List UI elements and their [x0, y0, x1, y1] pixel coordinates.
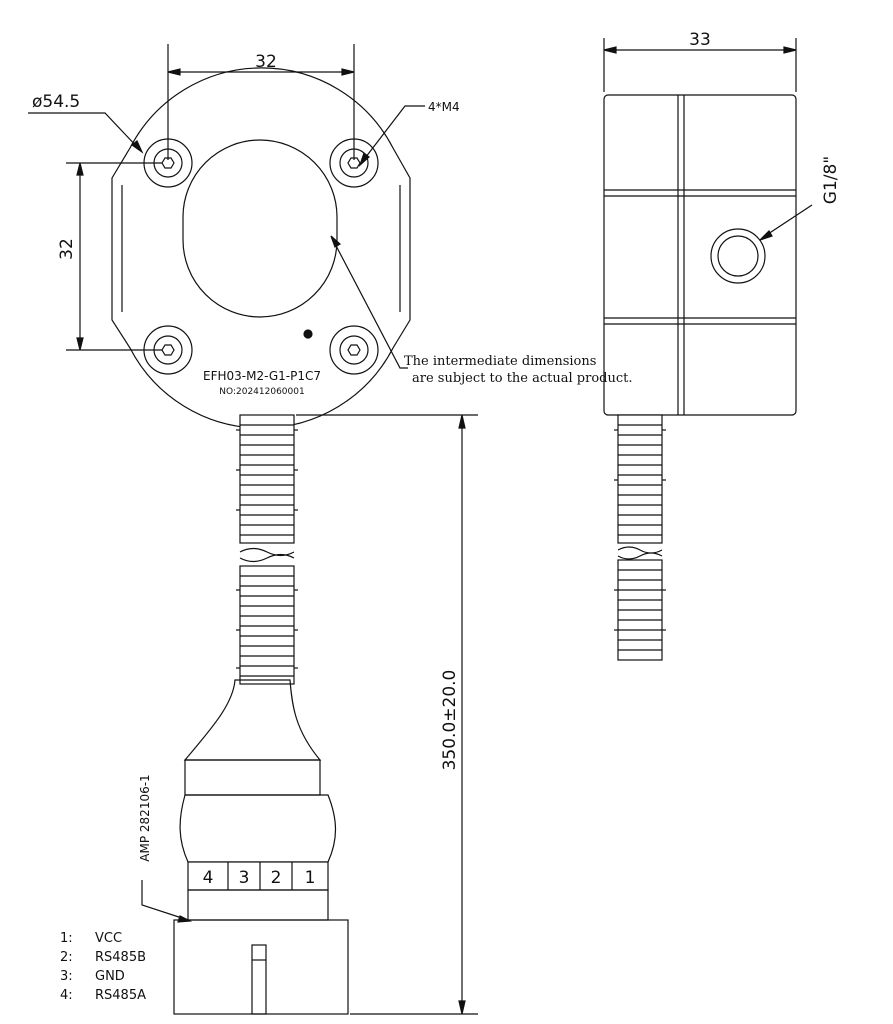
diameter-leader: [28, 112, 144, 154]
dim-diameter-text: ø54.5: [32, 92, 80, 112]
cable-break-side: [617, 546, 663, 560]
pinout-num: 3:: [60, 969, 73, 984]
connector: [173, 679, 349, 1015]
connector-label: AMP 282106-1: [138, 774, 152, 861]
cable-upper: [236, 414, 298, 544]
pinout-signal: RS485A: [95, 988, 146, 1003]
serial-label: NO:202412060001: [219, 387, 304, 397]
cable-break-front: [239, 547, 295, 563]
pinout-num: 4:: [60, 988, 73, 1003]
sensor-body-outline: [111, 67, 411, 429]
dim-holes-text: 4*M4: [428, 100, 460, 114]
dim-top-width-text: 32: [255, 52, 277, 72]
note-line-2: are subject to the actual product.: [412, 371, 633, 386]
indicator-dot: [303, 329, 313, 339]
dim-cable-length-text: 350.0±20.0: [440, 670, 460, 771]
dim-side-width-text: 33: [689, 30, 711, 50]
pin-label-4: 4: [203, 868, 214, 888]
note-line-1: The intermediate dimensions: [404, 354, 596, 369]
pinout-num: 2:: [60, 950, 73, 965]
center-window: [182, 139, 338, 318]
dimension-left-height: [66, 162, 162, 351]
pinout-num: 1:: [60, 931, 73, 946]
side-cable-upper: [614, 414, 666, 544]
holes-leader: [358, 105, 425, 167]
pin-label-3: 3: [239, 868, 250, 888]
pinout-legend: 1: VCC 2: RS485B 3: GND 4: RS485A: [60, 931, 146, 1003]
pin-label-2: 2: [271, 868, 282, 888]
note-leader: [330, 235, 408, 369]
pinout-signal: RS485B: [95, 950, 146, 965]
mounting-hole-bottom-right: [329, 325, 379, 375]
dimension-cable-length: [296, 414, 478, 1015]
dim-left-height-text: 32: [57, 238, 77, 260]
cable-lower: [236, 565, 298, 685]
dimension-top-width: [167, 44, 355, 160]
pinout-signal: GND: [95, 969, 125, 984]
dim-thread-text: G1/8": [821, 156, 841, 204]
pin-label-1: 1: [305, 868, 316, 888]
thread-leader: [759, 204, 813, 241]
connector-leader: [141, 880, 193, 923]
side-cable-lower: [614, 559, 666, 661]
thread-port: [710, 228, 766, 284]
pinout-signal: VCC: [95, 931, 122, 946]
model-label: EFH03-M2-G1-P1C7: [203, 369, 321, 383]
dimension-side-width: [603, 38, 797, 92]
side-view: [603, 94, 797, 416]
